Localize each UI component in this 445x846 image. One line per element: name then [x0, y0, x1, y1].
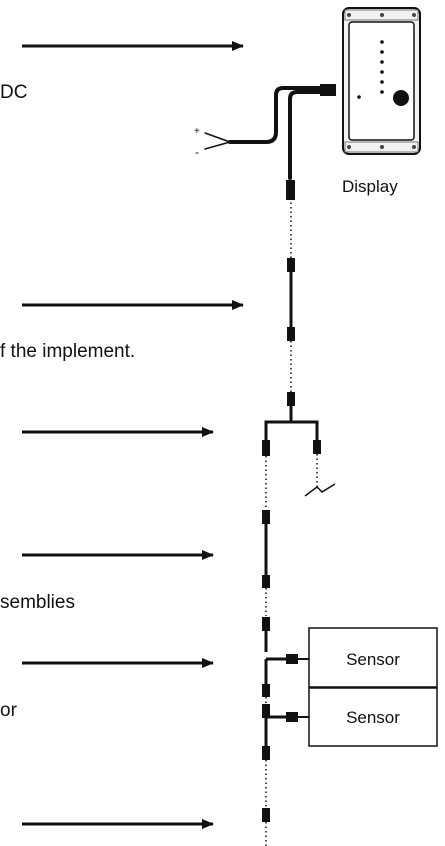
- label-plus: +: [194, 126, 200, 137]
- label-dc: DC: [0, 82, 27, 103]
- connector-icon: [262, 808, 270, 822]
- connector-icon: [262, 704, 270, 718]
- connector-icon: [262, 617, 270, 631]
- label-or: or: [0, 700, 18, 721]
- connector-icon: [287, 392, 295, 406]
- sensor-box-2: Sensor: [298, 687, 438, 747]
- connector-icon: [313, 440, 321, 454]
- connector-icon: [286, 180, 295, 200]
- label-minus: -: [195, 145, 199, 159]
- label-implement: f the implement.: [0, 341, 135, 362]
- cable-break-icon: [304, 483, 336, 497]
- connector-icon: [286, 654, 298, 664]
- connector-icon: [262, 575, 270, 588]
- connector-icon: [262, 180, 321, 822]
- connector-icon: [262, 510, 270, 524]
- connector-icon: [286, 712, 298, 722]
- sensor-label-1: Sensor: [346, 650, 400, 669]
- label-display: Display: [342, 177, 398, 196]
- power-cable: [204, 84, 336, 180]
- connector-icon: [287, 327, 295, 341]
- label-assemblies: semblies: [0, 592, 75, 613]
- connector-icon: [262, 440, 270, 456]
- sensor-box-1: Sensor: [298, 627, 438, 688]
- connector-icon: [287, 258, 295, 272]
- sensor-label-2: Sensor: [346, 708, 400, 727]
- connector-icon: [262, 684, 270, 697]
- connector-icon: [262, 746, 270, 760]
- display-module-icon: [342, 7, 421, 155]
- main-cable: [264, 198, 319, 846]
